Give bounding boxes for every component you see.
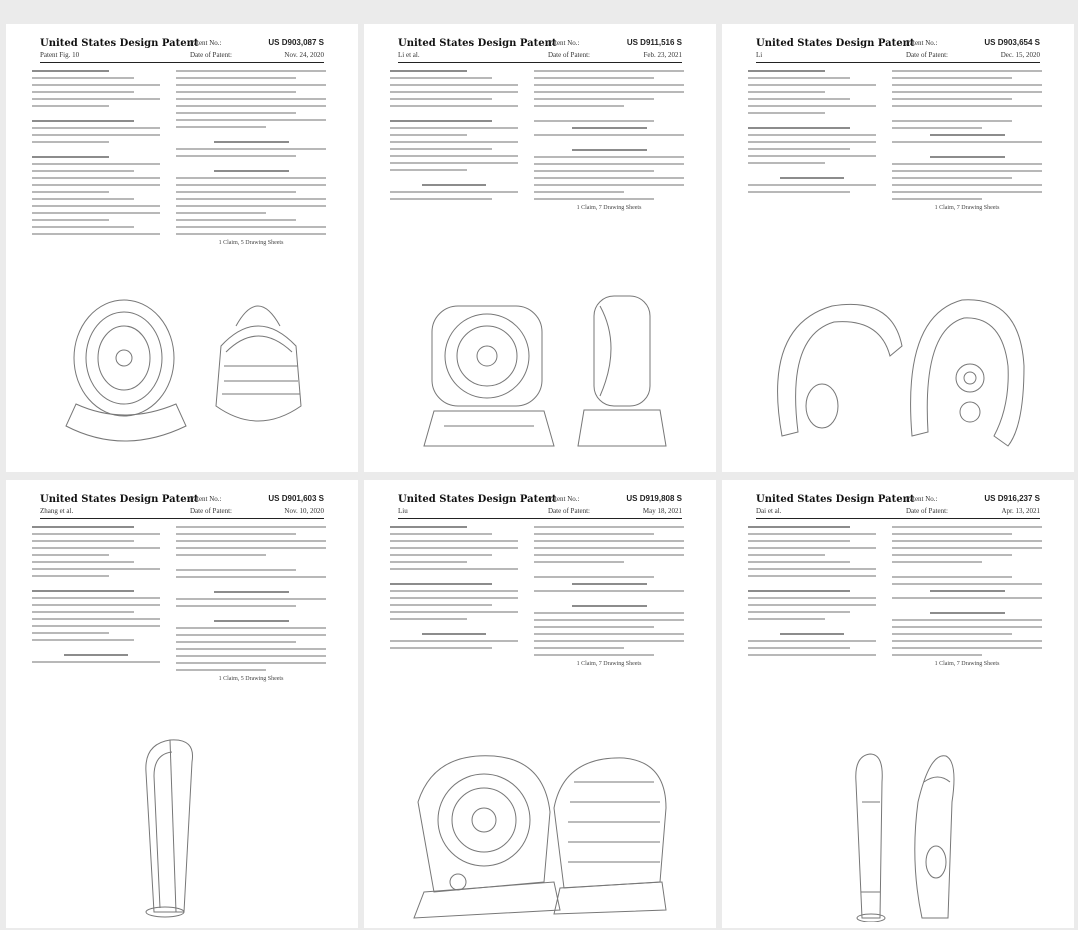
patent-page-4[interactable]: United States Design Patent Patent No.: …	[6, 480, 358, 928]
right-column-text: 1 Claim, 7 Drawing Sheets	[892, 526, 1042, 673]
patent-number: US D903,087 S	[268, 38, 324, 47]
patent-title: United States Design Patent	[756, 38, 915, 49]
left-column-text	[748, 526, 876, 661]
patent-date-label: Date of Patent:	[548, 507, 590, 515]
drawing-handheld-fan	[762, 742, 1034, 923]
patent-number: US D903,654 S	[984, 38, 1040, 47]
patent-page-1[interactable]: United States Design Patent Patent No.: …	[6, 24, 358, 472]
patent-number-label: Patent No.:	[548, 495, 580, 503]
header-rule	[40, 62, 324, 63]
patent-title: United States Design Patent	[756, 494, 915, 505]
left-column-text	[32, 70, 160, 240]
patent-header: United States Design Patent Patent No.: …	[398, 38, 682, 68]
left-column-text	[390, 526, 518, 654]
patent-number-label: Patent No.:	[906, 39, 938, 47]
patent-header: United States Design Patent Patent No.: …	[40, 494, 324, 524]
header-rule	[756, 62, 1040, 63]
patent-number: US D916,237 S	[984, 494, 1040, 503]
patent-title: United States Design Patent	[40, 494, 199, 505]
patent-header: United States Design Patent Patent No.: …	[398, 494, 682, 524]
patent-date-label: Date of Patent:	[906, 51, 948, 59]
patent-number-label: Patent No.:	[190, 39, 222, 47]
patent-number-label: Patent No.:	[906, 495, 938, 503]
patent-date: Nov. 10, 2020	[284, 507, 324, 515]
claims-caption: 1 Claim, 5 Drawing Sheets	[218, 240, 284, 246]
drawing-jobsite-fan	[404, 742, 676, 922]
header-rule	[398, 62, 682, 63]
patent-number: US D919,808 S	[626, 494, 682, 503]
patent-date: Dec. 15, 2020	[1000, 51, 1040, 59]
right-column-text: 1 Claim, 7 Drawing Sheets	[892, 70, 1042, 217]
patent-inventor: Dai et al.	[756, 507, 782, 515]
patent-title: United States Design Patent	[398, 38, 557, 49]
patent-date: May 18, 2021	[642, 507, 682, 515]
left-column-text	[32, 526, 160, 668]
patent-inventor: Li	[756, 51, 763, 59]
patent-page-2[interactable]: United States Design Patent Patent No.: …	[364, 24, 716, 472]
patent-date: Feb. 23, 2021	[643, 51, 683, 59]
patent-date: Apr. 13, 2021	[1001, 507, 1041, 515]
claims-caption: 1 Claim, 7 Drawing Sheets	[576, 205, 642, 211]
patent-header: United States Design Patent Patent No.: …	[40, 38, 324, 68]
patent-date-label: Date of Patent:	[548, 51, 590, 59]
drawing-neck-fan	[762, 286, 1034, 466]
drawing-round-desk-fan	[46, 286, 318, 466]
patent-number-label: Patent No.:	[548, 39, 580, 47]
patent-header: United States Design Patent Patent No.: …	[756, 494, 1040, 524]
patent-page-5[interactable]: United States Design Patent Patent No.: …	[364, 480, 716, 928]
right-column-text: 1 Claim, 7 Drawing Sheets	[534, 526, 684, 673]
header-rule	[398, 518, 682, 519]
patent-number-label: Patent No.:	[190, 495, 222, 503]
patent-title: United States Design Patent	[40, 38, 199, 49]
patent-number: US D901,603 S	[268, 494, 324, 503]
patent-date-label: Date of Patent:	[190, 51, 232, 59]
drawing-tower-fan	[126, 732, 236, 922]
claims-caption: 1 Claim, 7 Drawing Sheets	[576, 661, 642, 667]
right-column-text: 1 Claim, 5 Drawing Sheets	[176, 526, 326, 688]
patent-page-6[interactable]: United States Design Patent Patent No.: …	[722, 480, 1074, 928]
left-column-text	[390, 70, 518, 205]
right-column-text: 1 Claim, 5 Drawing Sheets	[176, 70, 326, 252]
header-rule	[756, 518, 1040, 519]
header-rule	[40, 518, 324, 519]
patent-inventor: Zhang et al.	[40, 507, 74, 515]
patent-inventor: Liu	[398, 507, 408, 515]
patent-inventor: Patent Fig. 10	[40, 51, 80, 59]
patent-date: Nov. 24, 2020	[284, 51, 324, 59]
patent-page-3[interactable]: United States Design Patent Patent No.: …	[722, 24, 1074, 472]
left-column-text	[748, 70, 876, 198]
claims-caption: 1 Claim, 7 Drawing Sheets	[934, 661, 1000, 667]
claims-caption: 1 Claim, 5 Drawing Sheets	[218, 676, 284, 682]
patent-number: US D911,516 S	[626, 38, 682, 47]
claims-caption: 1 Claim, 7 Drawing Sheets	[934, 205, 1000, 211]
patent-header: United States Design Patent Patent No.: …	[756, 38, 1040, 68]
right-column-text: 1 Claim, 7 Drawing Sheets	[534, 70, 684, 217]
patent-date-label: Date of Patent:	[906, 507, 948, 515]
drawing-square-clip-fan	[404, 286, 676, 466]
patent-date-label: Date of Patent:	[190, 507, 232, 515]
patent-inventor: Li et al.	[398, 51, 420, 59]
patent-title: United States Design Patent	[398, 494, 557, 505]
